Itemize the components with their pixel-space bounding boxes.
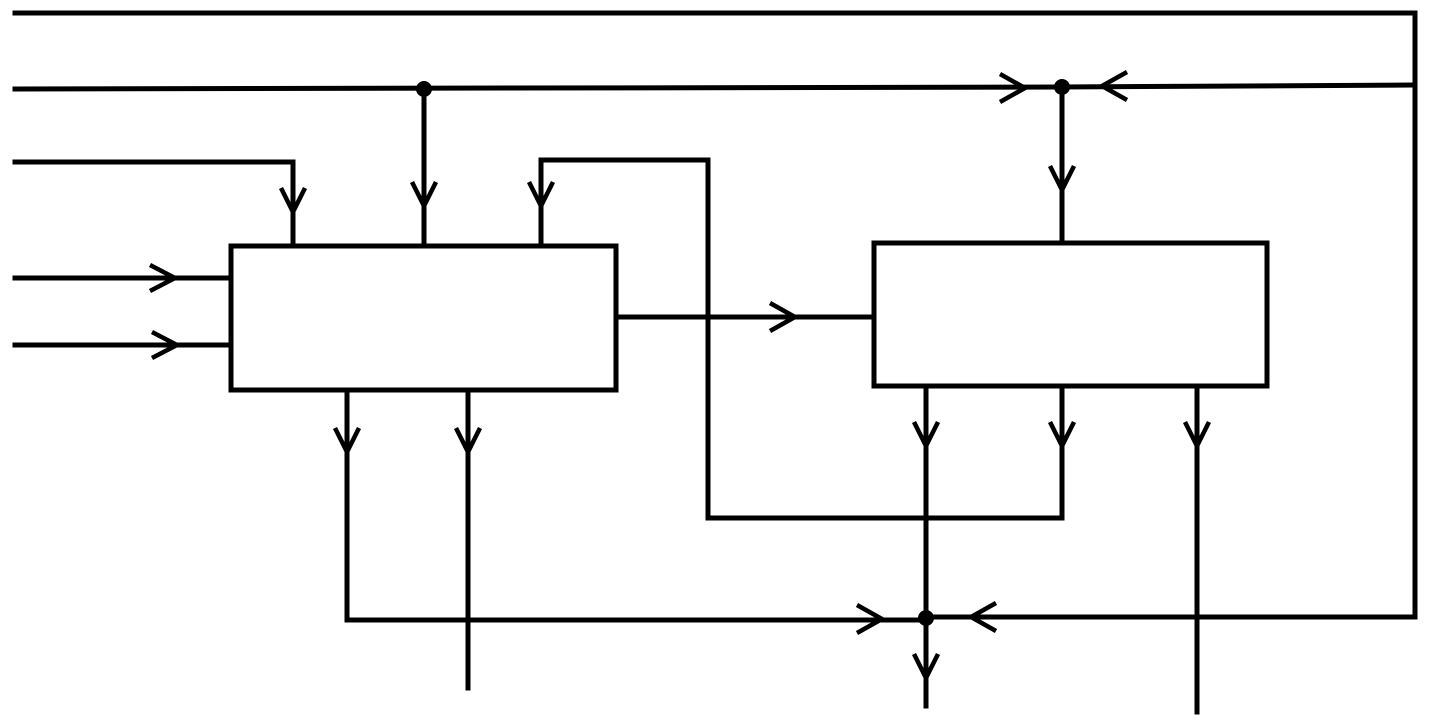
arrow-right-top-junction <box>998 72 1030 104</box>
arrow-down-final-output <box>911 652 941 684</box>
wires <box>12 10 1418 715</box>
junction-top-left-dot <box>416 81 432 97</box>
arrow-down-left-top-2 <box>409 180 439 212</box>
arrow-down-right-output-2 <box>1047 420 1077 452</box>
arrow-down-left-top-1 <box>278 186 308 218</box>
arrow-down-left-output-2 <box>453 426 483 458</box>
arrow-down-right-output-3 <box>1182 420 1212 452</box>
arrow-left-top-junction <box>1097 70 1129 102</box>
right-block <box>871 240 1270 389</box>
junctions <box>416 79 1070 626</box>
arrow-down-left-output-1 <box>332 426 362 458</box>
junction-top-right-dot <box>1054 79 1070 95</box>
left-block-output-1-wire <box>344 387 929 623</box>
junction-bottom-center-dot <box>918 610 934 626</box>
arrow-left-bottom-junction <box>966 601 998 633</box>
arrow-right-left-side-1 <box>148 263 180 293</box>
left-block <box>228 243 619 393</box>
arrow-right-bottom-junction <box>855 603 887 635</box>
top-signal-wire <box>12 84 1065 92</box>
arrow-down-left-top-3 <box>526 180 556 212</box>
arrow-down-right-top <box>1047 164 1077 196</box>
left-block-top-left-input-wire <box>12 159 296 249</box>
arrow-right-left-side-2 <box>150 330 182 360</box>
outer-feedback-wire <box>12 10 1418 620</box>
arrow-down-right-output-1 <box>911 420 941 452</box>
right-feedback-wire <box>1059 82 1418 90</box>
arrow-right-inter-block <box>768 301 800 333</box>
arrowheads <box>148 70 1212 684</box>
internal-feedback-wire <box>538 157 1065 521</box>
